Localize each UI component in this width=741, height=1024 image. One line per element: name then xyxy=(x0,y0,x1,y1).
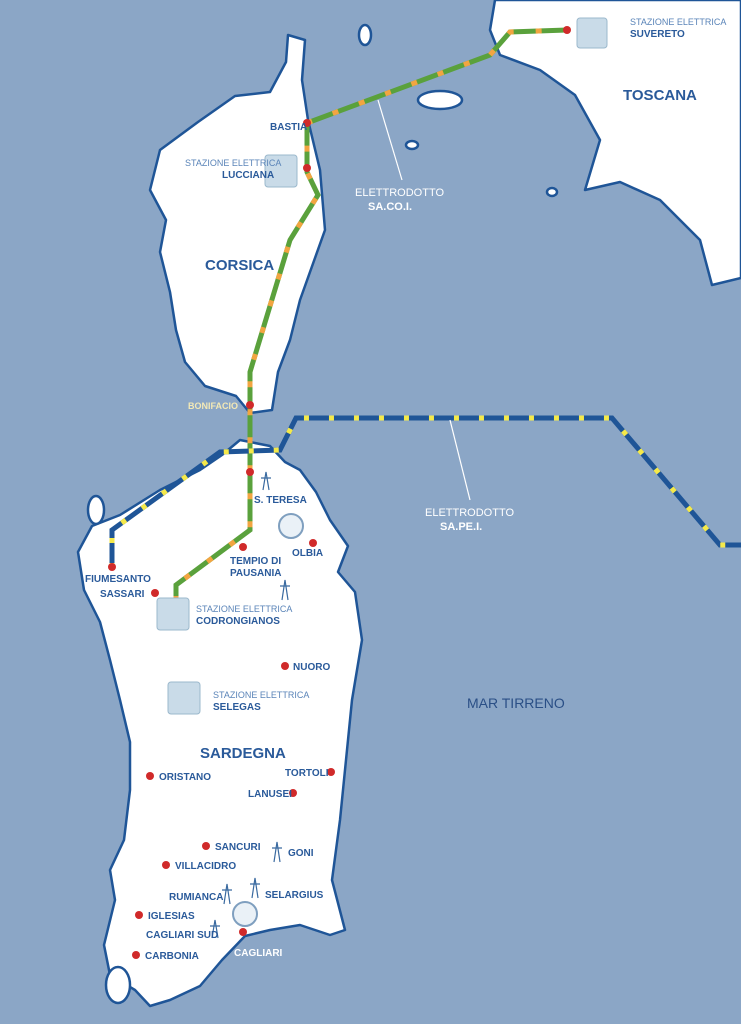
station-lucciana-name: LUCCIANA xyxy=(222,170,274,181)
city-cagliari-sud: CAGLIARI SUD xyxy=(146,930,218,941)
city-cagliari: CAGLIARI xyxy=(234,948,283,959)
sardegna-land xyxy=(76,438,364,1008)
pylon-icon xyxy=(222,883,232,905)
city-tempio-2: PAUSANIA xyxy=(230,568,281,579)
city-selargius: SELARGIUS xyxy=(265,890,324,901)
city-dot xyxy=(146,772,154,780)
city-dot xyxy=(132,951,140,959)
station-selegas-name: SELEGAS xyxy=(213,702,261,713)
city-bastia: BASTIA xyxy=(270,122,307,133)
city-dot xyxy=(303,119,311,127)
station-codrongianos-name: CODRONGIANOS xyxy=(196,616,280,627)
station-selegas-prefix: STAZIONE ELETTRICA xyxy=(213,690,309,700)
pylon-icon xyxy=(272,841,282,863)
city-villacidro: VILLACIDRO xyxy=(175,861,236,872)
station-icons xyxy=(156,17,608,715)
city-dot xyxy=(202,842,210,850)
station-codrongianos-prefix: STAZIONE ELETTRICA xyxy=(196,604,292,614)
city-fiumesanto: FIUMESANTO xyxy=(85,574,151,585)
sea-label: MAR TIRRENO xyxy=(467,695,565,711)
pylon-icon xyxy=(250,877,260,899)
city-dots xyxy=(108,26,571,959)
city-lanusei: LANUSEI xyxy=(248,789,292,800)
land xyxy=(76,0,741,1008)
pylon-icon xyxy=(261,471,271,491)
city-s-teresa: S. TERESA xyxy=(254,495,307,506)
city-olbia: OLBIA xyxy=(292,548,323,559)
city-dot xyxy=(246,401,254,409)
city-bonifacio: BONIFACIO xyxy=(188,401,238,411)
city-tempio-1: TEMPIO DI xyxy=(230,556,281,567)
converter-icons xyxy=(232,513,304,927)
sacoi-prefix: ELETTRODOTTO xyxy=(355,187,444,199)
pylon-icons xyxy=(210,471,290,939)
sapei-line xyxy=(109,415,741,568)
pylon-icon xyxy=(280,579,290,601)
region-corsica: CORSICA xyxy=(205,257,274,274)
region-toscana: TOSCANA xyxy=(623,87,697,104)
region-sardegna: SARDEGNA xyxy=(200,745,286,762)
city-dot xyxy=(246,468,254,476)
city-dot xyxy=(108,563,116,571)
city-iglesias: IGLESIAS xyxy=(148,911,195,922)
city-sancuri: SANCURI xyxy=(215,842,261,853)
converter-olbia-icon xyxy=(278,513,304,539)
station-lucciana-icon xyxy=(264,154,298,188)
sacoi-pointer xyxy=(377,99,403,181)
island xyxy=(545,186,559,198)
city-dot xyxy=(303,164,311,172)
station-codrongianos-icon xyxy=(156,597,190,631)
city-sassari: SASSARI xyxy=(100,589,145,600)
city-rumianca: RUMIANCA xyxy=(169,892,223,903)
sapei-name: SA.PE.I. xyxy=(440,521,482,533)
pylon-icon xyxy=(210,919,220,939)
city-dot xyxy=(151,589,159,597)
station-lucciana-prefix: STAZIONE ELETTRICA xyxy=(185,158,281,168)
island xyxy=(86,494,106,526)
city-oristano: ORISTANO xyxy=(159,772,211,783)
island xyxy=(104,965,132,1005)
city-dot xyxy=(327,768,335,776)
station-suvereto-prefix: STAZIONE ELETTRICA xyxy=(630,17,726,27)
toscana-land xyxy=(488,0,741,287)
city-dot xyxy=(239,543,247,551)
city-goni: GONI xyxy=(288,848,314,859)
converter-cagliari-icon xyxy=(232,901,258,927)
sapei-prefix: ELETTRODOTTO xyxy=(425,507,514,519)
city-dot xyxy=(281,662,289,670)
station-selegas-icon xyxy=(167,681,201,715)
city-dot xyxy=(309,539,317,547)
sacoi-line xyxy=(173,27,568,602)
city-dot xyxy=(162,861,170,869)
station-suvereto-icon xyxy=(576,17,608,49)
city-dot xyxy=(289,789,297,797)
city-nuoro: NUORO xyxy=(293,662,330,673)
city-carbonia: CARBONIA xyxy=(145,951,199,962)
island xyxy=(404,139,420,151)
city-dot xyxy=(135,911,143,919)
sacoi-name: SA.CO.I. xyxy=(368,201,412,213)
island xyxy=(416,89,464,111)
station-suvereto-name: SUVERETO xyxy=(630,29,685,40)
city-dot xyxy=(239,928,247,936)
sapei-pointer xyxy=(449,419,471,501)
city-dot xyxy=(563,26,571,34)
city-tortoli: TORTOLI xyxy=(285,768,329,779)
corsica-land xyxy=(148,33,327,415)
island xyxy=(357,23,373,47)
